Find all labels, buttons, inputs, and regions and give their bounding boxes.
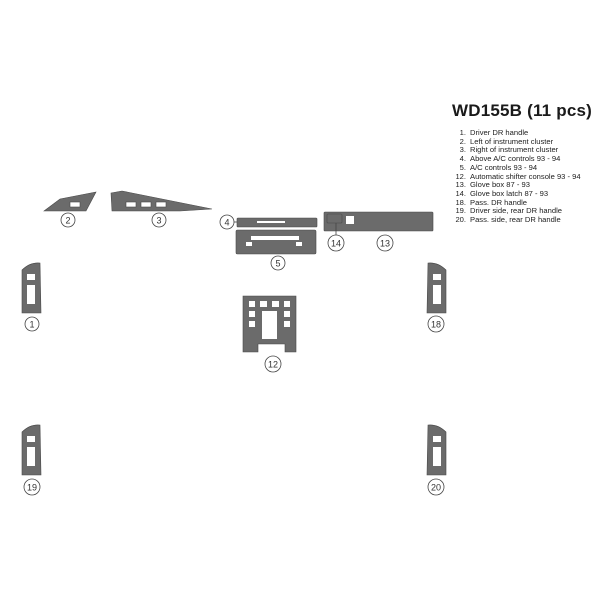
legend-number: 3. [459,145,466,155]
legend-text: Driver DR handle [470,128,529,137]
callout-3: 3 [151,212,167,228]
legend-text: Right of instrument cluster [470,145,559,155]
legend-number: 13. [455,180,466,190]
piece-2-left-of-instrument-cluster [43,191,97,212]
piece-5-ac-controls [235,229,317,255]
legend-item: 13. Glove box 87 - 93 [452,181,598,190]
svg-text:3: 3 [156,216,161,226]
legend-item: 2. Left of instrument cluster [452,136,598,147]
legend-text: A/C controls 93 - 94 [470,162,538,172]
kit-title: WD155B (11 pcs) [452,101,592,120]
parts-legend: 1. Driver DR handle 2. Left of instrument … [452,128,598,225]
legend-text: Glove box 87 - 93 [470,180,530,190]
svg-text:4: 4 [224,218,229,228]
legend-number: 20. [455,215,466,225]
callout-4: 4 [219,214,237,230]
piece-20-pass-rear-dr-handle [426,424,447,476]
legend-item: 3. Right of instrument cluster [452,146,598,155]
callout-19: 19 [23,478,41,496]
svg-text:14: 14 [331,239,341,249]
legend-number: 4. [459,154,466,164]
legend-number: 1. [459,128,466,137]
svg-text:13: 13 [380,239,390,249]
callout-5: 5 [270,255,286,271]
svg-text:1: 1 [29,320,34,330]
callout-18: 18 [427,315,445,333]
callout-1: 1 [24,316,40,332]
svg-text:18: 18 [431,320,441,330]
svg-text:20: 20 [431,483,441,493]
legend-item: 12. Automatic shifter console 93 - 94 [452,171,598,182]
piece-1-driver-dr-handle [21,262,42,314]
piece-14-glove-box-latch [326,213,343,224]
piece-4-above-ac-controls [236,217,318,228]
svg-text:19: 19 [27,483,37,493]
piece-3-right-of-instrument-cluster [110,190,213,212]
callout-20: 20 [427,478,445,496]
legend-number: 5. [459,162,466,172]
piece-12-automatic-shifter-console [242,295,297,353]
svg-text:12: 12 [268,360,278,370]
legend-text: Above A/C controls 93 - 94 [470,154,561,164]
legend-number: 18. [455,197,466,207]
legend-item: 4. Above A/C controls 93 - 94 [452,154,598,164]
legend-number: 2. [459,136,466,146]
svg-text:2: 2 [65,216,70,226]
legend-number: 12. [455,171,466,181]
legend-item: 19. Driver side, rear DR handle [452,207,598,216]
legend-text: Driver side, rear DR handle [470,206,563,216]
legend-number: 14. [455,188,466,198]
legend-text: Automatic shifter console 93 - 94 [470,171,581,181]
legend-number: 19. [455,206,466,216]
legend-item: 20. Pass. side, rear DR handle [452,215,598,225]
piece-18-pass-dr-handle [426,262,447,314]
callout-12: 12 [264,355,282,373]
legend-text: Pass. DR handle [470,197,527,207]
legend-item: 14. Glove box latch 87 - 93 [452,188,598,199]
legend-item: 18. Pass. DR handle [452,197,598,208]
piece-13-glove-box [323,211,434,232]
legend-text: Left of instrument cluster [470,136,554,146]
legend-item: 5. A/C controls 93 - 94 [452,162,598,173]
callout-13: 13 [376,234,394,252]
callout-2: 2 [60,212,76,228]
callout-14: 14 [327,223,345,252]
legend-item: 1. Driver DR handle [452,128,598,138]
piece-19-driver-rear-dr-handle [21,424,42,476]
legend-text: Glove box latch 87 - 93 [470,188,549,198]
svg-text:5: 5 [275,259,280,269]
legend-text: Pass. side, rear DR handle [470,215,561,225]
